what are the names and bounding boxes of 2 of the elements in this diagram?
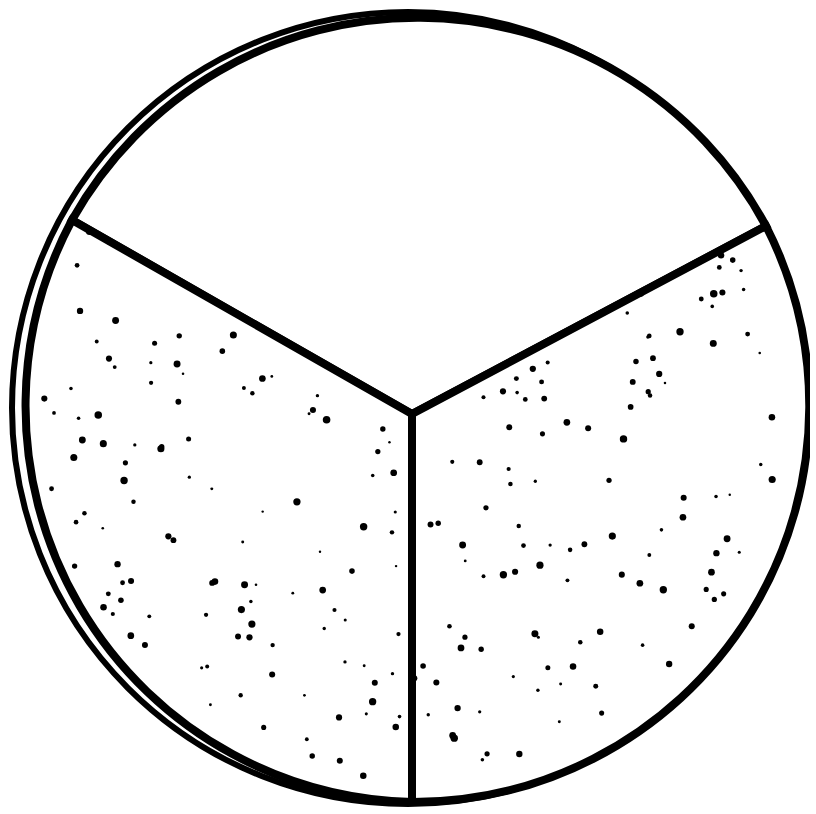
speckled-sector: [21, 216, 416, 806]
speckled-sector: [408, 222, 810, 806]
